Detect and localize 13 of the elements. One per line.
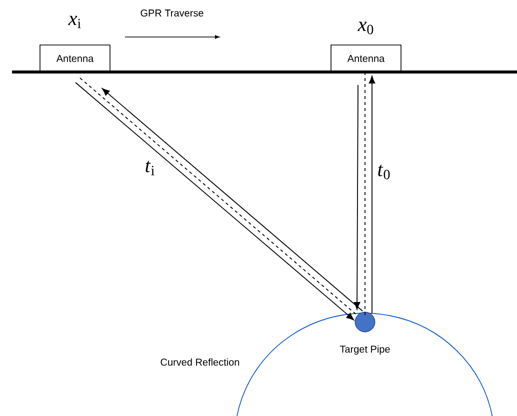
text-label: Curved Reflection (160, 358, 240, 366)
arrow (102, 88, 363, 312)
edge-label: t$_{0}$ (376, 164, 392, 180)
antenna-box: Antenna (40, 44, 110, 72)
pipe-circle (354, 312, 376, 332)
edge-label: t$_{i}$ (144, 160, 156, 176)
arrow (354, 84, 360, 310)
text-label: GPR Traverse (140, 9, 204, 17)
position-label: x$_{i}$ (68, 16, 81, 28)
antenna-box: Antenna (330, 44, 402, 72)
pipe-label: Target Pipe (340, 345, 390, 355)
position-label: x$_{0}$ (358, 22, 374, 34)
arrow (368, 76, 376, 314)
